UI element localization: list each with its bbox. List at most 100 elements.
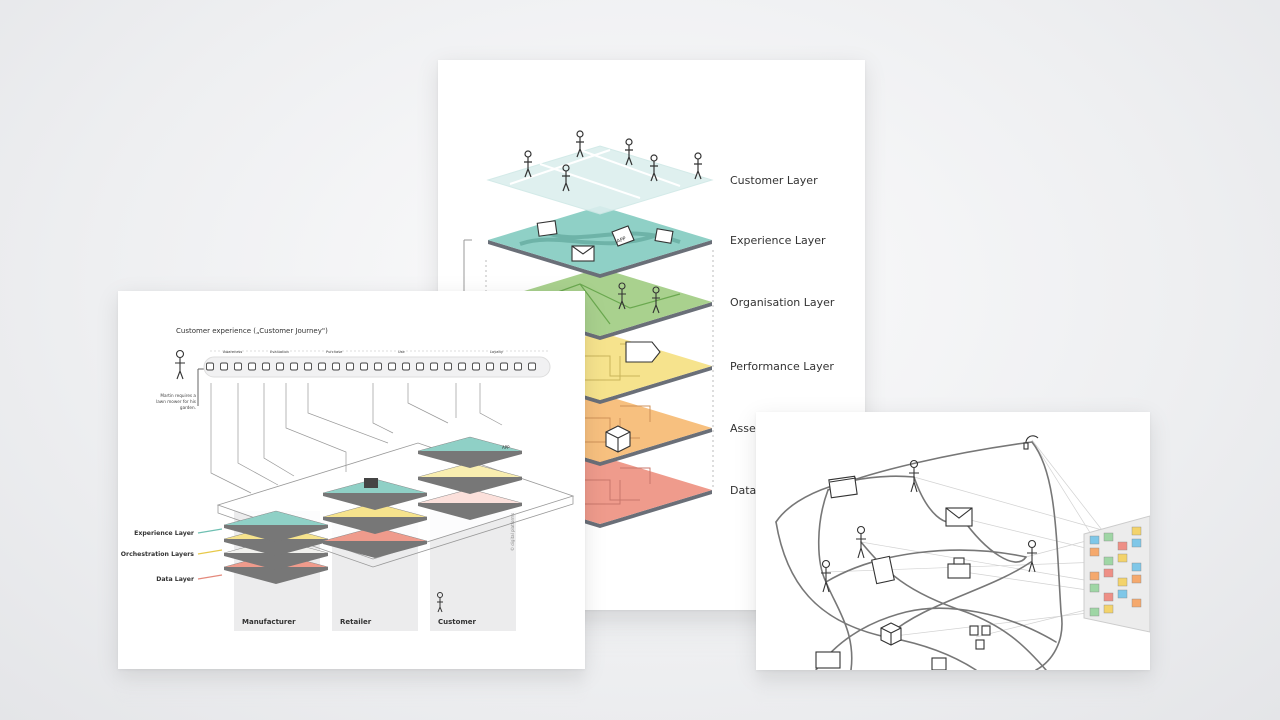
column-label-customer: Customer <box>438 618 476 626</box>
stack-layer-label: Asse <box>730 422 756 435</box>
journey-touchpoint-icon <box>528 362 536 371</box>
journey-touchpoint-icon <box>290 362 298 371</box>
persona-note-line: lawn mower for his <box>156 399 196 404</box>
app-badge-icon <box>611 225 635 247</box>
document-icon <box>654 228 674 244</box>
dashboard-tile <box>1089 571 1100 581</box>
journey-touchpoint-icon <box>276 362 284 371</box>
truck-icon <box>815 651 841 669</box>
customer-figure-icon <box>437 592 443 613</box>
platform-layer <box>223 510 329 542</box>
customer-journey-diagram: Customer experience („Customer Journey")… <box>121 327 575 631</box>
platform-layer <box>417 462 523 494</box>
journey-touchpoint-icon <box>304 362 312 371</box>
layer-plate-1 <box>488 206 712 278</box>
dashboard-tile <box>1103 568 1114 578</box>
database-icon <box>969 625 991 650</box>
person-figure-icon <box>562 164 570 192</box>
stack-layer-label: Performance Layer <box>730 360 834 373</box>
dashboard-tile <box>1103 604 1114 614</box>
journey-touchpoint-icon <box>234 362 242 371</box>
document-icon <box>871 555 895 585</box>
dashboard-tile <box>1131 538 1142 548</box>
person-figure-icon <box>856 525 866 559</box>
journey-touchpoint-icon <box>374 362 382 371</box>
person-figure-icon <box>652 286 660 314</box>
stack-layer-label: Data <box>730 484 756 497</box>
dashboard-tile <box>1117 589 1128 599</box>
journey-touchpoint-icon <box>430 362 438 371</box>
dashboard-tile <box>1103 532 1114 542</box>
layer-label: Experience Layer <box>134 530 195 537</box>
journey-touchpoint-icon <box>318 362 326 371</box>
journey-touchpoint-icon <box>472 362 480 371</box>
cube-icon <box>605 425 631 453</box>
journey-title: Customer experience („Customer Journey") <box>176 327 328 335</box>
journey-touchpoint-icon <box>346 362 354 371</box>
journey-touchpoint-icon <box>458 362 466 371</box>
dashboard-tile <box>1131 574 1142 584</box>
stack-layer-label: Experience Layer <box>730 234 826 247</box>
journey-touchpoint-icon <box>206 362 214 371</box>
person-figure-icon <box>694 152 702 180</box>
platform-layer <box>417 436 523 468</box>
dashboard-tile <box>1131 526 1142 536</box>
journey-touchpoint-icon <box>388 362 396 371</box>
tag-icon <box>625 341 661 363</box>
dashboard-tile <box>1089 547 1100 557</box>
stack-layer-label: Organisation Layer <box>730 296 835 309</box>
person-figure-icon <box>1027 539 1037 573</box>
dashboard-tile <box>1131 562 1142 572</box>
browser-window-icon <box>828 475 858 499</box>
journey-touchpoint-icon <box>248 362 256 371</box>
journey-touchpoint-icon <box>262 362 270 371</box>
journey-phase-label: Purchase <box>326 350 343 354</box>
dashboard-tile <box>1117 541 1128 551</box>
journey-touchpoint-icon <box>332 362 340 371</box>
dashboard-tile <box>1103 592 1114 602</box>
journey-phase-label: Evaluation <box>270 350 289 354</box>
platform-layer <box>322 502 428 534</box>
person-figure-icon <box>618 282 626 310</box>
dashboard-tile <box>1117 553 1128 563</box>
customer-journey-card: Customer experience („Customer Journey")… <box>118 291 585 669</box>
box-icon <box>931 657 947 670</box>
copyright-vertical-text: © digital platforms <box>510 513 515 551</box>
cash-register-icon <box>947 557 971 579</box>
journey-phase-label: Use <box>398 350 406 354</box>
person-figure-icon <box>650 154 658 182</box>
dashboard-tile <box>1117 577 1128 587</box>
layer-label: Data Layer <box>156 576 195 583</box>
journey-touchpoint-icon <box>220 362 228 371</box>
person-figure-icon <box>576 130 584 158</box>
rubiks-cube-icon <box>880 622 902 646</box>
person-figure-icon <box>625 138 633 166</box>
platform-layer <box>322 478 428 510</box>
network-diagram <box>775 435 1150 670</box>
column-label-retailer: Retailer <box>340 618 372 626</box>
layer-label: Orchestration Layers <box>121 551 195 558</box>
journey-touchpoint-icon <box>500 362 508 371</box>
platform-layer <box>322 526 428 558</box>
persona-note-line: Martin requires a <box>160 393 196 398</box>
layer-plate-0 <box>486 145 714 215</box>
dashboard-tile <box>1131 598 1142 608</box>
journey-touchpoint-icon <box>486 362 494 371</box>
app-badge-text: APP <box>616 236 627 245</box>
journey-touchpoint-icon <box>444 362 452 371</box>
journey-touchpoint-icon <box>360 362 368 371</box>
journey-phase-label: Awareness <box>223 350 242 354</box>
network-card <box>756 412 1150 670</box>
journey-touchpoint-icon <box>402 362 410 371</box>
person-figure-icon <box>524 150 532 178</box>
journey-touchpoint-icon <box>416 362 424 371</box>
stack-layer-label: Customer Layer <box>730 174 818 187</box>
persona-icon <box>175 349 185 380</box>
platform-layer <box>417 488 523 520</box>
journey-phase-label: Loyalty <box>490 350 504 354</box>
headset-icon <box>1023 435 1039 450</box>
window-icon <box>536 220 558 237</box>
dashboard-tile <box>1089 583 1100 593</box>
app-badge-text: APP <box>502 445 510 450</box>
dashboard-tile <box>1089 607 1100 617</box>
